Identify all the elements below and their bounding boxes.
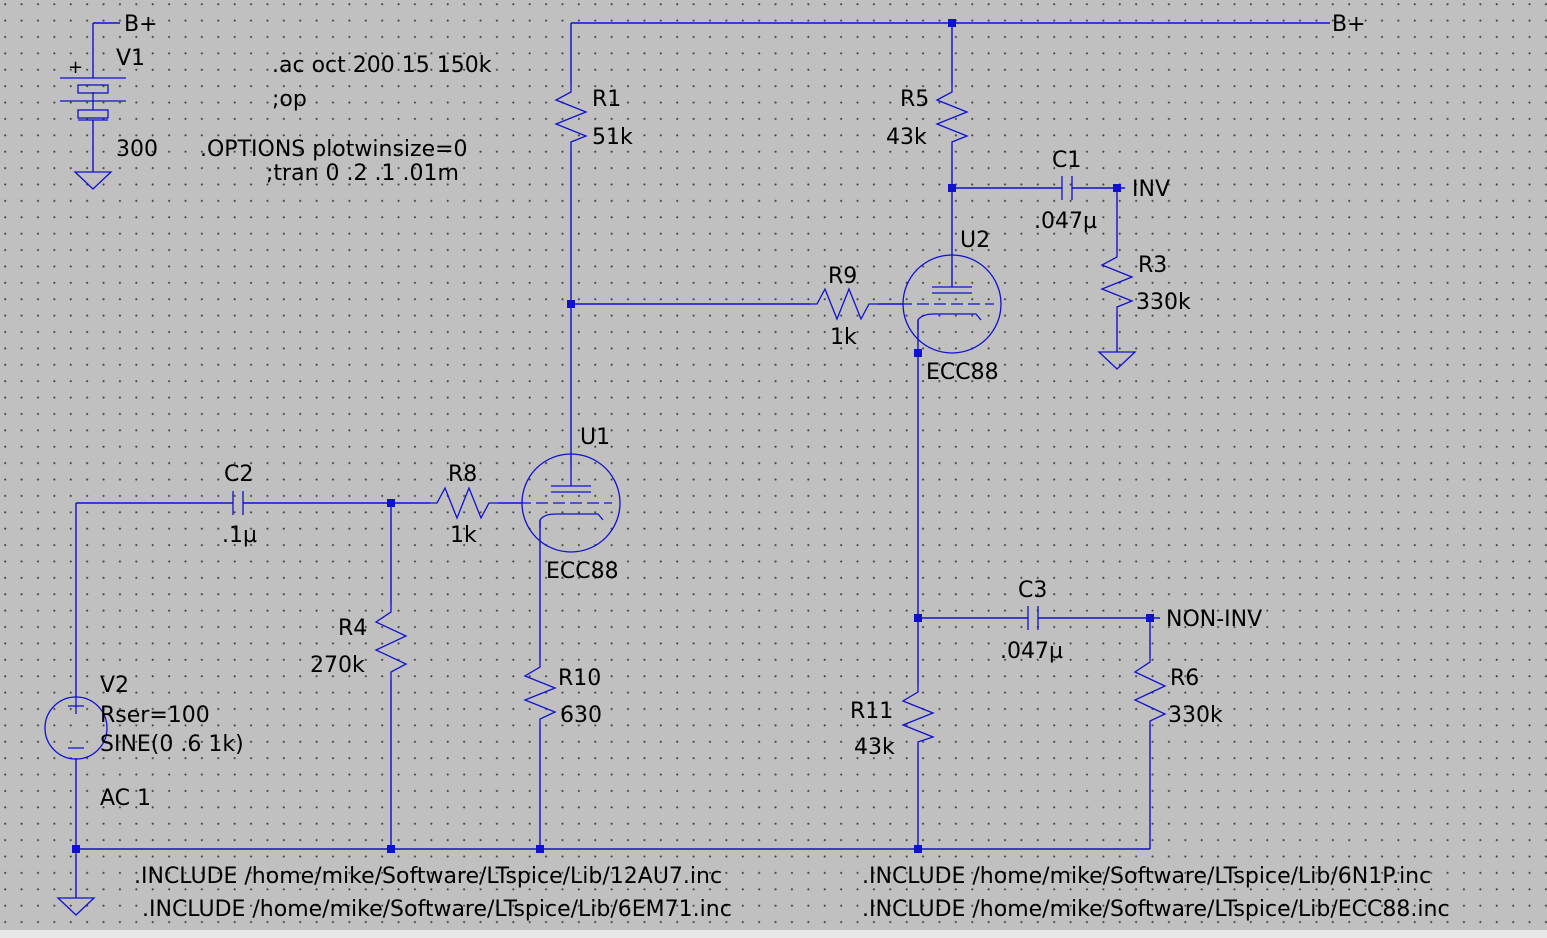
- directive-include-4: .INCLUDE /home/mike/Software/LTspice/Lib…: [862, 897, 1450, 922]
- junction: [1146, 614, 1154, 622]
- labels: B+ B+ V1 + 300 .ac oct 200 15 150k ;op .…: [68, 12, 1450, 922]
- v2-rser: Rser=100: [100, 703, 210, 728]
- r10-value: 630: [560, 703, 602, 728]
- directive-include-1: .INCLUDE /home/mike/Software/LTspice/Lib…: [134, 864, 722, 889]
- resistor-r3-symbol: [1100, 250, 1134, 312]
- directive-include-3: .INCLUDE /home/mike/Software/LTspice/Lib…: [862, 864, 1431, 889]
- directive-op: ;op: [272, 87, 307, 112]
- r5-name: R5: [900, 87, 929, 112]
- ground-symbol: [1097, 351, 1137, 370]
- r6-name: R6: [1170, 666, 1199, 691]
- junction: [72, 845, 80, 853]
- triode-u1-symbol: [521, 453, 621, 553]
- junction: [536, 845, 544, 853]
- resistor-r10-symbol: [523, 660, 557, 725]
- capacitors: [232, 176, 1073, 630]
- resistor-r1-symbol: [554, 85, 588, 145]
- r9-value: 1k: [830, 325, 857, 350]
- c1-name: C1: [1052, 148, 1081, 173]
- r5-value: 43k: [886, 125, 927, 150]
- c3-name: C3: [1018, 578, 1047, 603]
- resistor-r8-symbol: [430, 486, 498, 520]
- wires: [75, 22, 1330, 898]
- resistor-r4-symbol: [374, 605, 408, 680]
- bplus-label-v1: B+: [124, 12, 158, 37]
- ground-symbol: [73, 171, 113, 190]
- triode-u2-symbol: [902, 254, 1002, 354]
- junctions: [72, 19, 1154, 853]
- c2-name: C2: [224, 462, 253, 487]
- resistor-r9-symbol: [810, 287, 878, 321]
- u1-name: U1: [580, 425, 610, 450]
- c2-value: .1µ: [222, 523, 257, 548]
- r11-value: 43k: [854, 735, 895, 760]
- r6-value: 330k: [1168, 703, 1223, 728]
- junction: [567, 300, 575, 308]
- r4-name: R4: [338, 616, 367, 641]
- noninv-label: NON-INV: [1166, 607, 1262, 632]
- junction: [387, 845, 395, 853]
- r11-name: R11: [850, 699, 893, 724]
- r3-name: R3: [1138, 253, 1167, 278]
- junction: [914, 349, 922, 357]
- v2-ac: AC 1: [100, 786, 151, 811]
- junction: [948, 184, 956, 192]
- grounds: [56, 171, 1137, 916]
- directive-tran: ;tran 0 .2 .1 .01m: [266, 161, 459, 186]
- u2-model: ECC88: [926, 360, 999, 385]
- junction: [948, 19, 956, 27]
- v2-name: V2: [100, 673, 129, 698]
- u2-name: U2: [960, 228, 990, 253]
- c3-value: .047µ: [1000, 639, 1063, 664]
- r1-value: 51k: [592, 125, 633, 150]
- r3-value: 330k: [1136, 290, 1191, 315]
- bplus-label-right: B+: [1332, 12, 1366, 37]
- resistor-r5-symbol: [935, 85, 969, 145]
- directive-include-2: .INCLUDE /home/mike/Software/LTspice/Lib…: [142, 897, 732, 922]
- junction: [1113, 184, 1121, 192]
- v1-name: V1: [116, 46, 145, 71]
- junction: [914, 614, 922, 622]
- battery-v1-symbol: [60, 77, 126, 121]
- voltage-source-v2-symbol: [44, 696, 108, 760]
- directive-options: .OPTIONS plotwinsize=0: [200, 137, 468, 162]
- resistor-r11-symbol: [901, 685, 935, 745]
- r9-name: R9: [828, 264, 857, 289]
- u1-model: ECC88: [546, 559, 619, 584]
- v1-value: 300: [116, 137, 158, 162]
- ground-symbol: [56, 897, 96, 916]
- junction: [387, 499, 395, 507]
- v2-sine: SINE(0 .6 1k): [100, 732, 244, 757]
- window-bottom-edge: [0, 930, 1547, 938]
- v1-plus-label: +: [68, 57, 83, 78]
- capacitor-c1-symbol: [1061, 176, 1073, 200]
- r1-name: R1: [592, 87, 621, 112]
- r8-value: 1k: [450, 523, 477, 548]
- r8-name: R8: [448, 462, 477, 487]
- capacitor-c2-symbol: [232, 491, 244, 515]
- resistors: [374, 85, 1167, 745]
- capacitor-c3-symbol: [1027, 606, 1039, 630]
- r10-name: R10: [558, 666, 601, 691]
- junction: [914, 845, 922, 853]
- inv-label: INV: [1132, 177, 1170, 202]
- c1-value: .047µ: [1034, 209, 1097, 234]
- directive-ac: .ac oct 200 15 150k: [272, 53, 492, 78]
- resistor-r6-symbol: [1133, 655, 1167, 725]
- r4-value: 270k: [310, 653, 365, 678]
